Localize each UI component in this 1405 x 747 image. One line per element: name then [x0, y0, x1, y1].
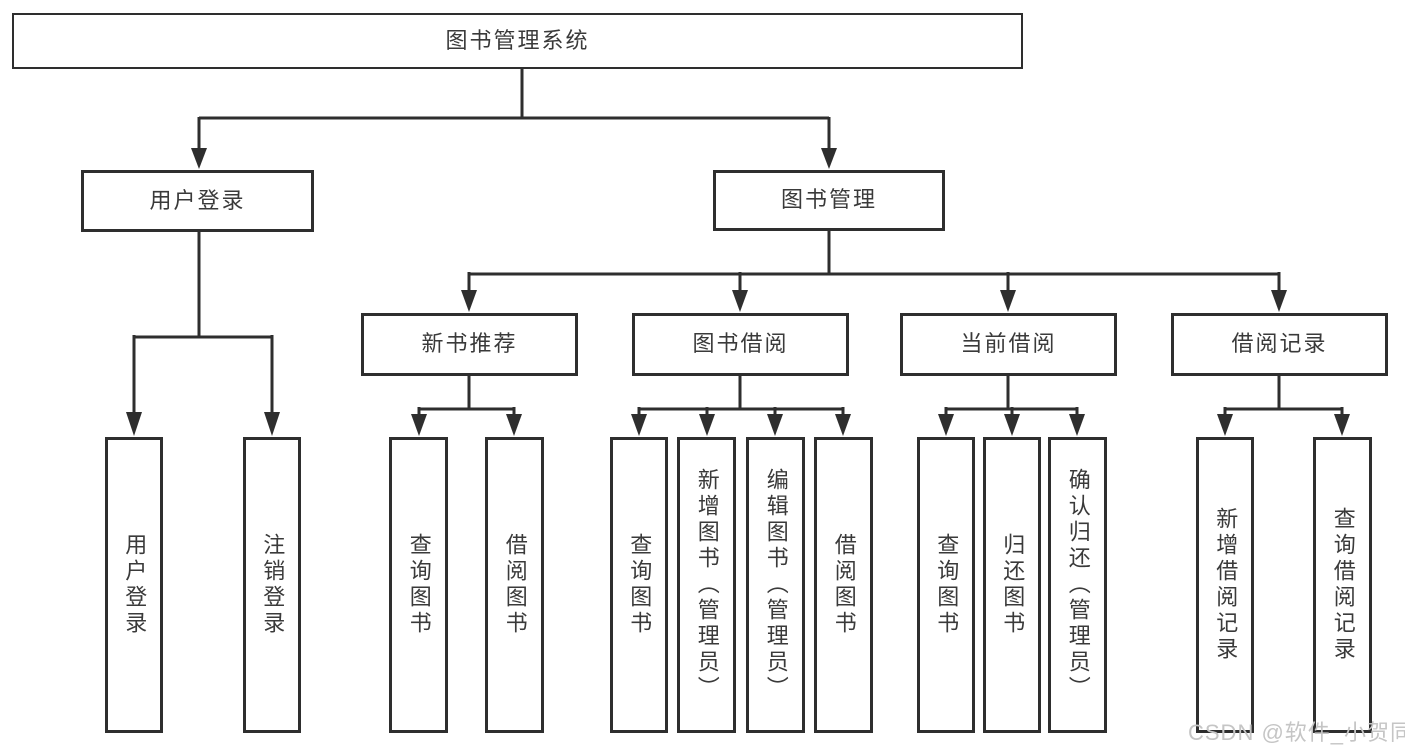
- node-book-borrow: 图书借阅: [632, 313, 849, 376]
- leaf-confirm-return-admin: 确认归还（管理员）: [1048, 437, 1107, 733]
- node-current-borrow: 当前借阅: [900, 313, 1117, 376]
- leaf-borrow-books-newbook: 借阅图书: [485, 437, 544, 733]
- leaf-query-books-current: 查询图书: [917, 437, 975, 733]
- node-root-library-system: 图书管理系统: [12, 13, 1023, 69]
- node-user-login: 用户登录: [81, 170, 314, 232]
- leaf-query-books-newbook: 查询图书: [389, 437, 448, 733]
- leaf-return-books: 归还图书: [983, 437, 1041, 733]
- node-new-book-recommend: 新书推荐: [361, 313, 578, 376]
- node-borrow-records: 借阅记录: [1171, 313, 1388, 376]
- leaf-query-borrow-record: 查询借阅记录: [1313, 437, 1372, 733]
- csdn-watermark: CSDN @软件_小贺同学: [1188, 720, 1405, 745]
- leaf-add-books-admin: 新增图书（管理员）: [677, 437, 736, 733]
- leaf-user-login: 用户登录: [105, 437, 163, 733]
- node-book-management: 图书管理: [713, 170, 945, 231]
- leaf-logout: 注销登录: [243, 437, 301, 733]
- leaf-query-books-borrow: 查询图书: [610, 437, 668, 733]
- leaf-borrow-books: 借阅图书: [814, 437, 873, 733]
- leaf-add-borrow-record: 新增借阅记录: [1196, 437, 1254, 733]
- leaf-edit-books-admin: 编辑图书（管理员）: [746, 437, 805, 733]
